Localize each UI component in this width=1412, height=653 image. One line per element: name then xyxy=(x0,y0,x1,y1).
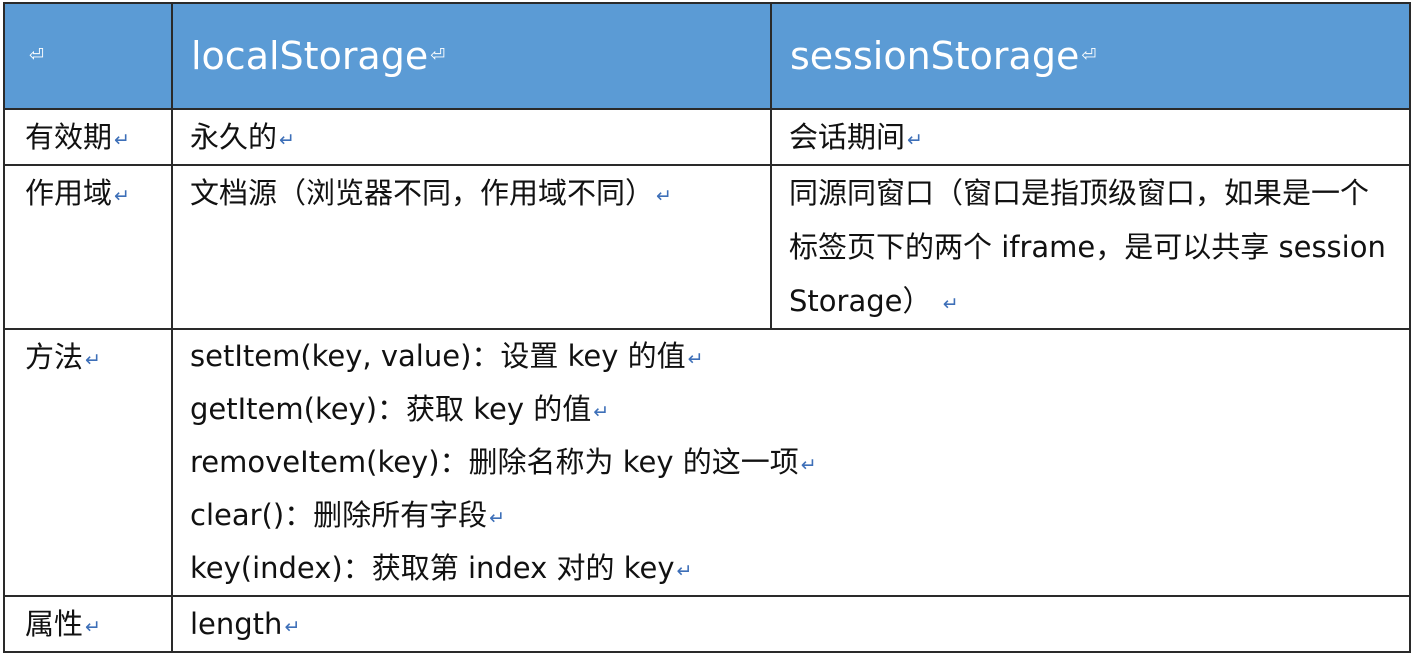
paragraph-mark-icon: ⏎ xyxy=(430,45,446,66)
method-item: clear()：删除所有字段↵ xyxy=(190,489,1401,542)
row-label-cell: 作用域↵ xyxy=(3,164,173,330)
return-mark-icon: ↵ xyxy=(800,454,817,476)
property-length: length xyxy=(190,607,283,641)
method-item: removeItem(key)：删除名称为 key 的这一项↵ xyxy=(190,436,1401,489)
header-localstorage-cell: localStorage⏎ xyxy=(171,2,772,110)
row-label-cell: 方法↵ xyxy=(3,328,173,597)
return-mark-icon: ↵ xyxy=(284,616,301,638)
storage-comparison-table: ⏎ localStorage⏎ sessionStorage⏎ 有效期↵ 永久的… xyxy=(3,2,1411,653)
scope-session-cell: 同源同窗口（窗口是指顶级窗口，如果是一个标签页下的两个 iframe，是可以共享… xyxy=(770,164,1411,330)
scope-local-cell: 文档源（浏览器不同，作用域不同）↵ xyxy=(171,164,772,330)
return-mark-icon: ↵ xyxy=(489,507,506,529)
validity-local: 永久的 xyxy=(190,120,278,154)
method-item: key(index)：获取第 index 对的 key↵ xyxy=(190,542,1401,594)
return-mark-icon: ↵ xyxy=(85,616,101,638)
header-sessionstorage-cell: sessionStorage⏎ xyxy=(770,2,1411,110)
return-mark-icon: ↵ xyxy=(687,348,704,370)
row-label-cell: 属性↵ xyxy=(3,595,173,653)
method-text: removeItem(key)：删除名称为 key 的这一项 xyxy=(190,445,799,479)
method-text: getItem(key)：获取 key 的值 xyxy=(190,392,592,426)
validity-session-cell: 会话期间↵ xyxy=(770,108,1411,166)
method-item: setItem(key, value)：设置 key 的值↵ xyxy=(190,331,1401,383)
method-text: clear()：删除所有字段 xyxy=(190,498,488,532)
row-label-scope: 作用域 xyxy=(25,176,113,210)
properties-cell: length↵ xyxy=(171,595,1411,653)
return-mark-icon: ↵ xyxy=(942,293,959,315)
return-mark-icon: ↵ xyxy=(279,129,295,151)
row-label-methods: 方法 xyxy=(25,340,84,374)
return-mark-icon: ↵ xyxy=(907,129,923,151)
paragraph-mark-icon: ⏎ xyxy=(29,45,45,66)
row-label-validity: 有效期 xyxy=(25,120,113,154)
table-row-properties: 属性↵ length↵ xyxy=(3,595,1411,653)
method-text: key(index)：获取第 index 对的 key xyxy=(190,551,675,585)
validity-local-cell: 永久的↵ xyxy=(171,108,772,166)
table-row-methods: 方法↵ setItem(key, value)：设置 key 的值↵ getIt… xyxy=(3,328,1411,597)
return-mark-icon: ↵ xyxy=(656,185,672,207)
return-mark-icon: ↵ xyxy=(114,129,130,151)
paragraph-mark-icon: ⏎ xyxy=(1081,45,1097,66)
return-mark-icon: ↵ xyxy=(676,560,693,582)
header-localstorage: localStorage xyxy=(191,34,429,78)
row-label-cell: 有效期↵ xyxy=(3,108,173,166)
return-mark-icon: ↵ xyxy=(85,349,101,371)
table-row-scope: 作用域↵ 文档源（浏览器不同，作用域不同）↵ 同源同窗口（窗口是指顶级窗口，如果… xyxy=(3,164,1411,330)
header-corner-cell: ⏎ xyxy=(3,2,173,110)
table-row-validity: 有效期↵ 永久的↵ 会话期间↵ xyxy=(3,108,1411,166)
row-label-properties: 属性 xyxy=(25,607,84,641)
method-item: getItem(key)：获取 key 的值↵ xyxy=(190,383,1401,436)
scope-local: 文档源（浏览器不同，作用域不同） xyxy=(190,176,655,210)
return-mark-icon: ↵ xyxy=(114,185,130,207)
return-mark-icon: ↵ xyxy=(593,401,610,423)
methods-cell: setItem(key, value)：设置 key 的值↵ getItem(k… xyxy=(171,328,1411,597)
table-header-row: ⏎ localStorage⏎ sessionStorage⏎ xyxy=(3,2,1411,110)
method-text: setItem(key, value)：设置 key 的值 xyxy=(190,339,686,373)
header-sessionstorage: sessionStorage xyxy=(790,34,1080,78)
scope-session: 同源同窗口（窗口是指顶级窗口，如果是一个标签页下的两个 iframe，是可以共享… xyxy=(789,176,1386,318)
validity-session: 会话期间 xyxy=(789,120,906,154)
